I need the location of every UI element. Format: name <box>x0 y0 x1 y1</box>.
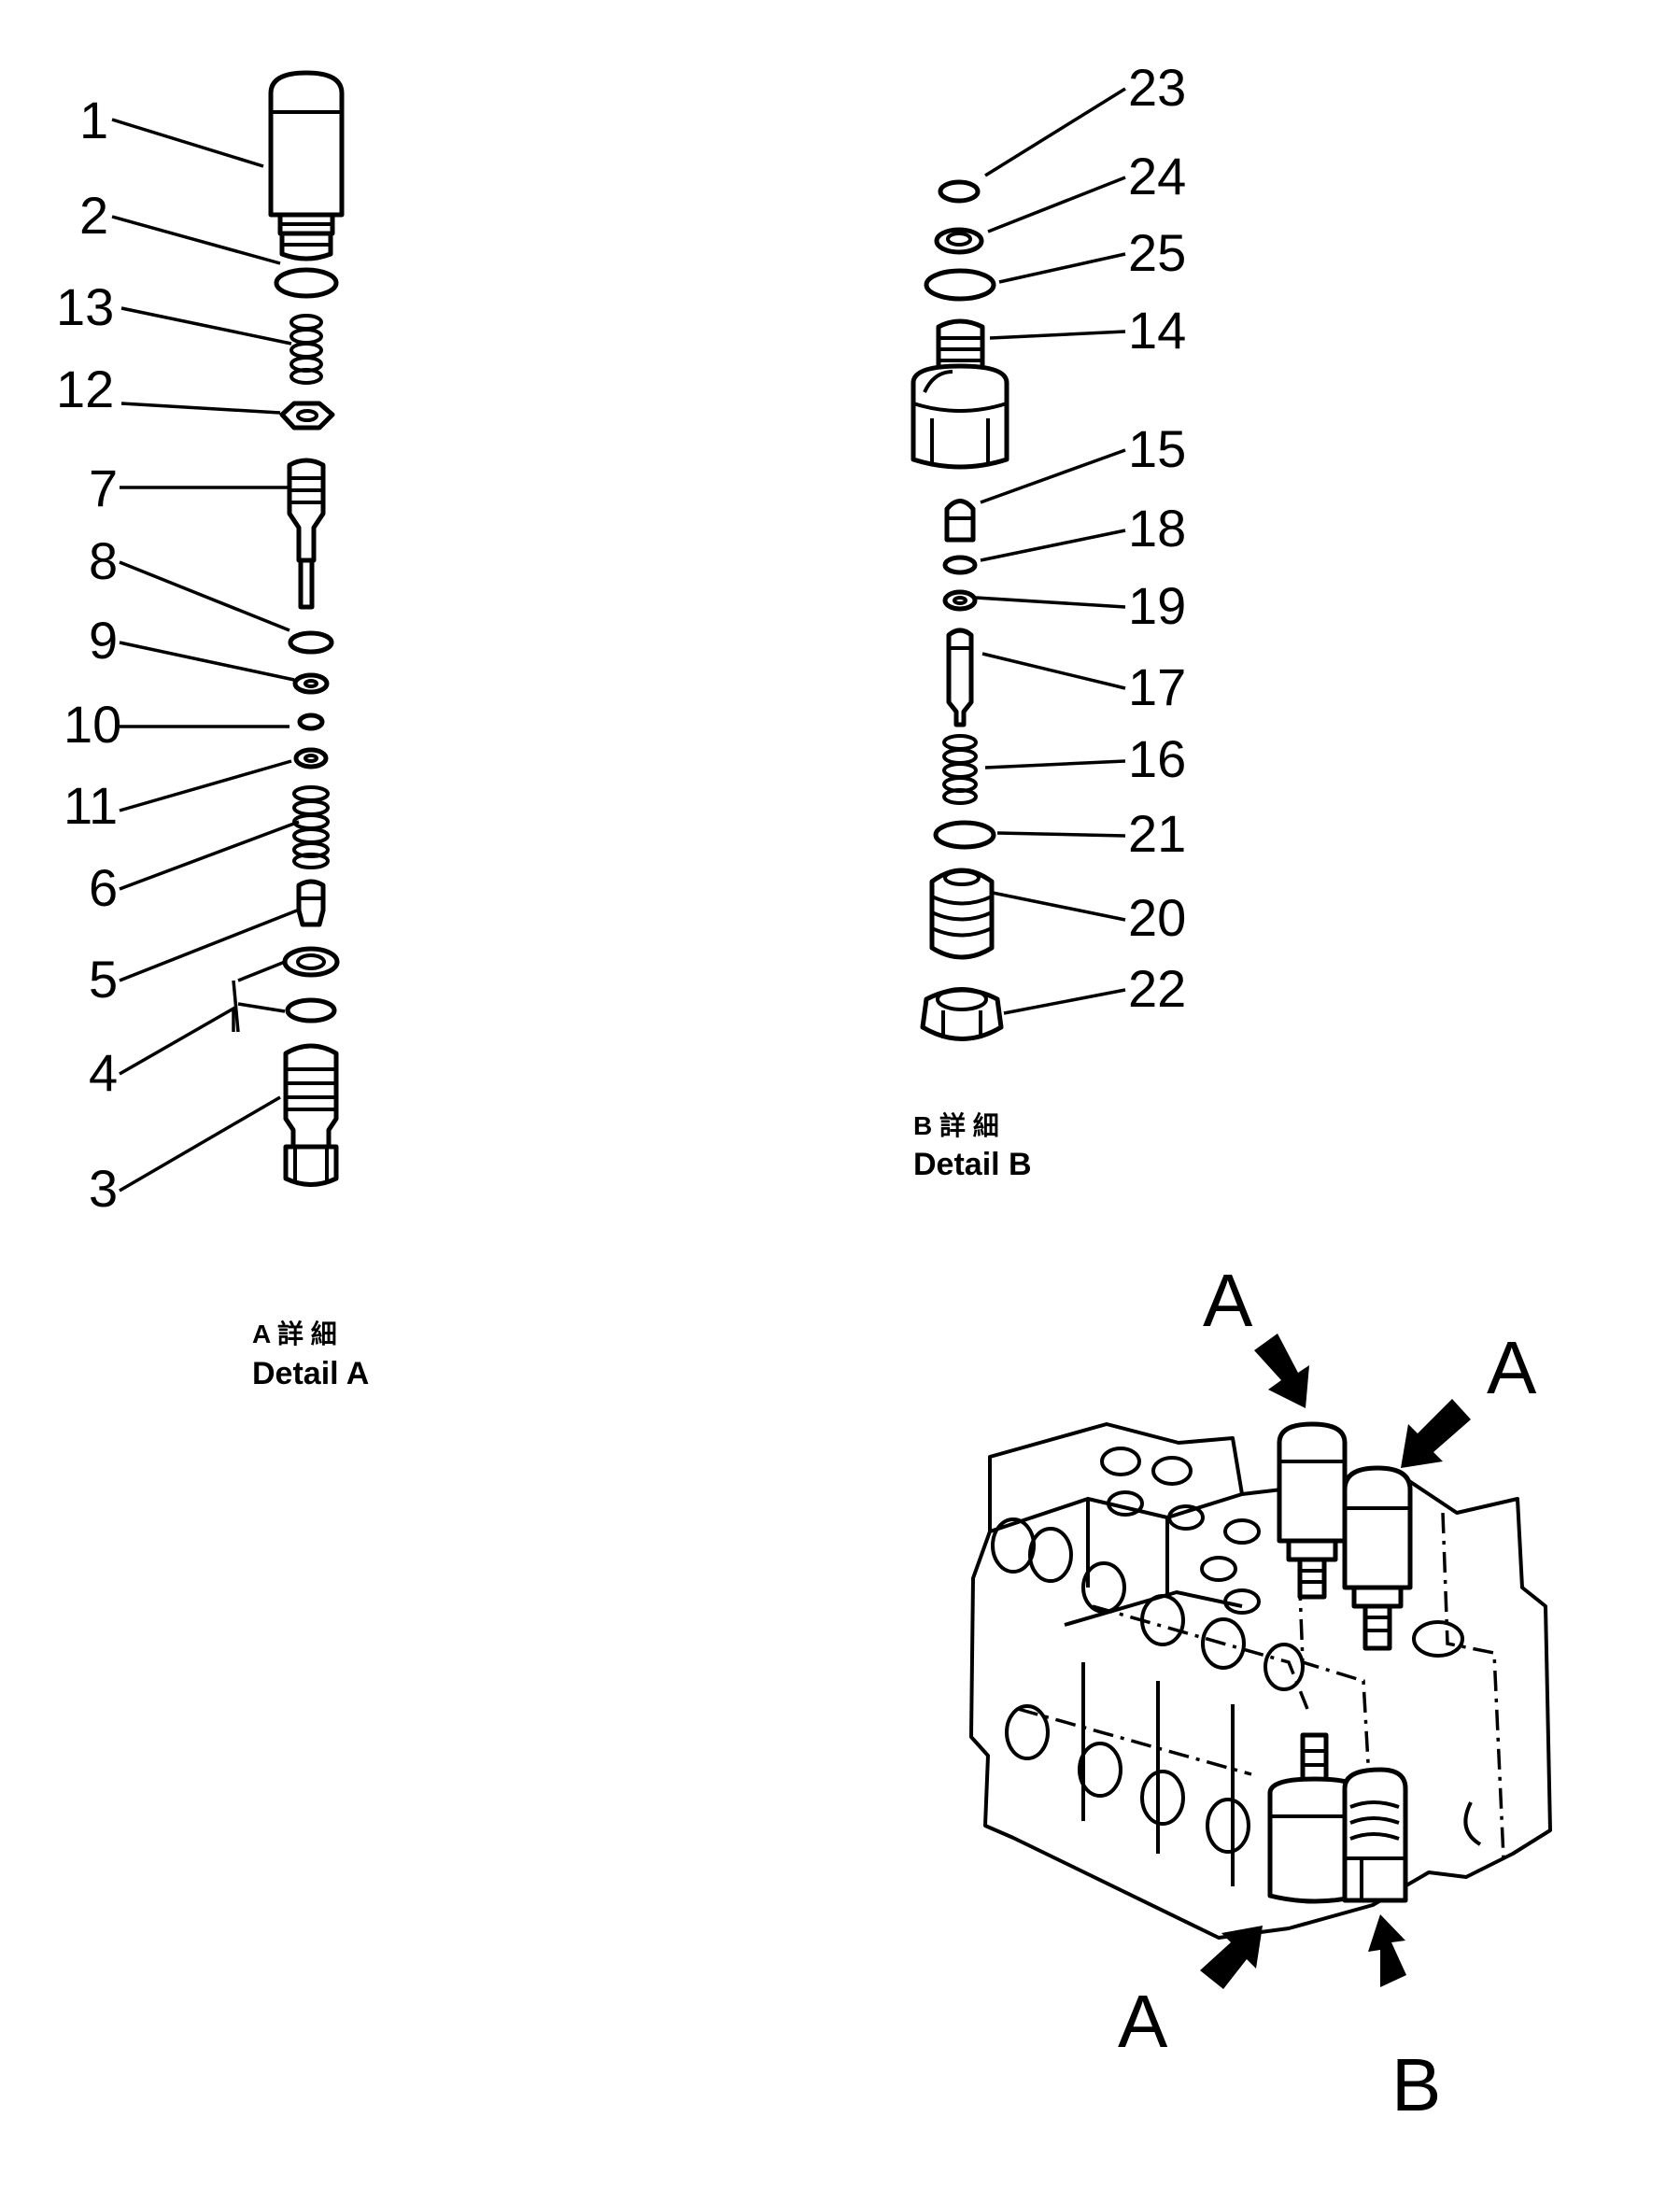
label-a-3: 3 <box>89 1159 118 1218</box>
label-b-23: 23 <box>1128 58 1186 117</box>
part-a13-spring <box>289 314 323 385</box>
valve-assembly: A A A B <box>969 1259 1552 2126</box>
label-b-20: 20 <box>1128 888 1186 947</box>
part-b19-washer <box>942 589 978 612</box>
callout-a-top-left: A <box>1203 1259 1253 1342</box>
label-a-1: 1 <box>79 91 108 149</box>
arrow-a-bottom <box>1200 1926 1263 1989</box>
label-b-17: 17 <box>1128 657 1186 716</box>
label-b-14: 14 <box>1128 301 1186 360</box>
relief-valve-b <box>1342 1767 1408 1903</box>
part-b14-plug <box>911 318 1009 470</box>
label-b-24: 24 <box>1128 147 1186 205</box>
label-a-9: 9 <box>89 611 118 670</box>
relief-valve-a-3 <box>1267 1732 1362 1904</box>
part-a11-washer <box>293 747 329 769</box>
part-b16-spring <box>942 734 978 805</box>
label-a-11: 11 <box>64 776 118 835</box>
part-a7-poppet <box>287 458 326 610</box>
label-a-5: 5 <box>89 950 118 1009</box>
label-a-10: 10 <box>64 695 121 754</box>
part-a10-ring <box>297 713 325 731</box>
label-b-16: 16 <box>1128 729 1186 788</box>
label-a-13: 13 <box>56 277 114 336</box>
label-b-18: 18 <box>1128 499 1186 558</box>
label-b-15: 15 <box>1128 419 1186 478</box>
callout-a-top-right: A <box>1487 1326 1537 1409</box>
label-a-2: 2 <box>79 186 108 245</box>
part-b25-oring <box>924 268 996 302</box>
label-a-12: 12 <box>56 360 114 418</box>
part-a4-seal <box>282 946 340 1023</box>
label-b-22: 22 <box>1128 959 1186 1018</box>
relief-valve-a-1 <box>1277 1421 1348 1600</box>
part-a1-cap <box>268 70 345 261</box>
part-b24-washer <box>934 227 984 255</box>
arrow-a-top-1 <box>1254 1334 1309 1408</box>
detail-a-caption-jp: A 詳 細 <box>252 1319 337 1348</box>
part-b23-oring <box>938 179 981 204</box>
part-a3-body <box>283 1043 339 1187</box>
part-a6-spring <box>292 785 330 869</box>
label-a-6: 6 <box>89 858 118 917</box>
callout-b-bottom: B <box>1391 2043 1441 2126</box>
label-b-21: 21 <box>1128 804 1186 863</box>
part-b21-oring <box>933 820 996 850</box>
detail-a-group: 1 2 13 12 7 8 9 10 11 6 5 4 3 <box>56 70 369 1391</box>
label-b-19: 19 <box>1128 576 1186 635</box>
part-b22-locknut <box>920 987 1004 1041</box>
detail-b-caption-jp: B 詳 細 <box>913 1110 999 1140</box>
part-b15-poppet <box>944 499 976 543</box>
part-a12-nut <box>279 401 335 431</box>
label-b-25: 25 <box>1128 223 1186 282</box>
part-b20-adjuster <box>929 868 995 960</box>
label-a-8: 8 <box>89 531 118 590</box>
part-a8-oring <box>288 630 334 655</box>
arrow-b-bottom <box>1368 1914 1406 1987</box>
relief-valve-a-2 <box>1342 1465 1413 1651</box>
detail-b-group: 23 24 25 14 15 18 19 17 16 21 20 22 <box>911 58 1186 1182</box>
part-b18-ring <box>942 555 978 575</box>
part-b17-pin <box>946 628 974 727</box>
detail-b-caption-en: Detail B <box>913 1147 1032 1182</box>
detail-a-caption-en: Detail A <box>252 1356 369 1391</box>
label-a-7: 7 <box>89 459 118 517</box>
part-a9-washer <box>292 672 330 695</box>
part-a2-oring <box>274 267 339 299</box>
part-a5-piston <box>296 879 326 927</box>
callout-a-bottom: A <box>1118 1980 1168 2063</box>
label-a-4: 4 <box>89 1043 118 1102</box>
arrow-a-top-2 <box>1401 1399 1471 1468</box>
